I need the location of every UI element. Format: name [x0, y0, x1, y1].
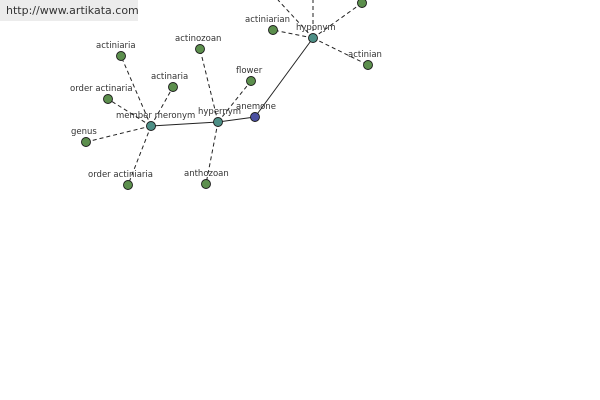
node-actiniaria[interactable]: [116, 51, 126, 61]
label-actinaria: actinaria: [151, 72, 188, 82]
label-anthozoan: anthozoan: [184, 169, 229, 179]
source-url[interactable]: http://www.artikata.com: [0, 0, 139, 21]
label-actinian: actinian: [348, 50, 382, 60]
label-member-meronym: member meronym: [116, 111, 195, 121]
node-member-meronym[interactable]: [146, 121, 156, 131]
edge-hypernym-member-meronym: [150, 121, 219, 127]
node-genus[interactable]: [81, 137, 91, 147]
edge-hypernym-flower: [217, 80, 252, 123]
edge-anemone-hypernym: [217, 116, 256, 123]
edge-meronym-actinaria: [150, 86, 174, 127]
edge-anemone-hyponym: [254, 37, 314, 118]
label-hyponym: hyponym: [296, 23, 336, 33]
edge-hyponym-offscreen-upleft: [277, 0, 314, 39]
label-actiniarian: actiniarian: [245, 15, 290, 25]
label-anemone: anemone: [236, 102, 276, 112]
label-order-actinaria: order actinaria: [70, 84, 133, 94]
label-order-actiniaria: order actiniaria: [88, 170, 153, 180]
label-actinozoan: actinozoan: [175, 34, 221, 44]
label-genus: genus: [71, 127, 97, 137]
edge-meronym-actiniaria: [120, 55, 152, 127]
edge-hypernym-actinozoan: [199, 48, 219, 123]
node-hypernym[interactable]: [213, 117, 223, 127]
edge-meronym-order-actinaria: [107, 98, 152, 127]
edge-hyponym-actinian: [312, 37, 369, 66]
label-hypernym: hypernym: [198, 107, 241, 117]
node-anthozoan[interactable]: [201, 179, 211, 189]
label-actiniaria: actiniaria: [96, 41, 136, 51]
edge-hypernym-anthozoan: [205, 121, 219, 185]
node-actinian[interactable]: [363, 60, 373, 70]
node-actinaria[interactable]: [168, 82, 178, 92]
node-actiniarian[interactable]: [268, 25, 278, 35]
edge-meronym-order-actiniaria: [127, 125, 152, 186]
node-actinozoan[interactable]: [195, 44, 205, 54]
node-order-actinaria[interactable]: [103, 94, 113, 104]
node-anemone[interactable]: [250, 112, 260, 122]
node-hyponym[interactable]: [308, 33, 318, 43]
node-flower[interactable]: [246, 76, 256, 86]
labels: actiniarian hyponym actinian actiniaria …: [70, 15, 382, 180]
nodes: [81, 0, 373, 190]
node-offscreen-topright[interactable]: [357, 0, 367, 8]
node-order-actiniaria[interactable]: [123, 180, 133, 190]
edges: [85, 0, 369, 186]
label-flower: flower: [236, 66, 263, 76]
edge-hyponym-offscreen-upright: [312, 2, 363, 39]
